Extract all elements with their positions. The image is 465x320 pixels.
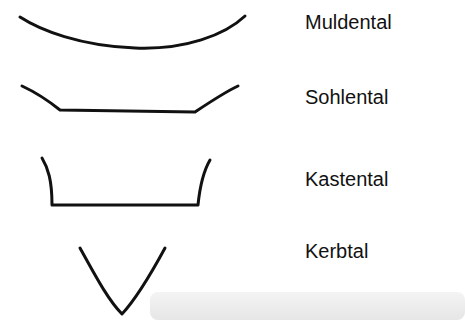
box-valley-profile	[42, 158, 210, 205]
flat-floor-valley-profile	[22, 86, 238, 112]
v-valley-profile	[80, 248, 165, 314]
overlay-band	[150, 292, 465, 320]
trough-valley-profile	[20, 16, 245, 48]
type-label: Kastental	[305, 167, 388, 191]
type-label: Sohlental	[305, 85, 388, 109]
type-label: Kerbtal	[305, 239, 368, 263]
type-label: Muldental	[305, 10, 392, 34]
